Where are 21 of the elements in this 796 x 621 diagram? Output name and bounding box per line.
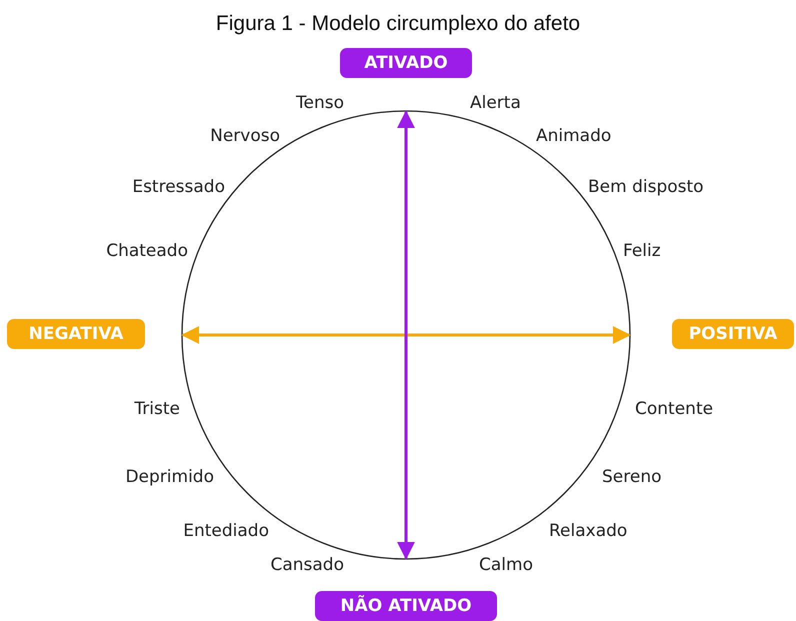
axis-pole-label: ATIVADO bbox=[340, 48, 472, 78]
emotion-label: Cansado bbox=[270, 555, 344, 575]
axis-pole-label: NÃO ATIVADO bbox=[315, 591, 497, 621]
emotion-label: Feliz bbox=[623, 241, 661, 261]
emotion-label: Nervoso bbox=[210, 126, 280, 146]
emotion-label: Chateado bbox=[106, 241, 188, 261]
emotion-label: Deprimido bbox=[125, 467, 214, 487]
emotion-label: Relaxado bbox=[549, 521, 628, 541]
axis-pole-label: NEGATIVA bbox=[7, 319, 145, 349]
emotion-label: Entediado bbox=[183, 521, 269, 541]
emotion-label: Tenso bbox=[296, 93, 344, 113]
emotion-label: Sereno bbox=[602, 467, 662, 487]
emotion-label: Contente bbox=[635, 399, 714, 419]
emotion-label: Alerta bbox=[470, 93, 521, 113]
emotion-label: Estressado bbox=[132, 177, 225, 197]
axis-pole-label: POSITIVA bbox=[672, 319, 794, 349]
emotion-label: Calmo bbox=[479, 555, 533, 575]
emotion-label: Animado bbox=[536, 126, 612, 146]
figure-title: Figura 1 - Modelo circumplexo do afeto bbox=[214, 12, 582, 36]
emotion-label: Bem disposto bbox=[588, 177, 704, 197]
emotion-label: Triste bbox=[134, 399, 180, 419]
